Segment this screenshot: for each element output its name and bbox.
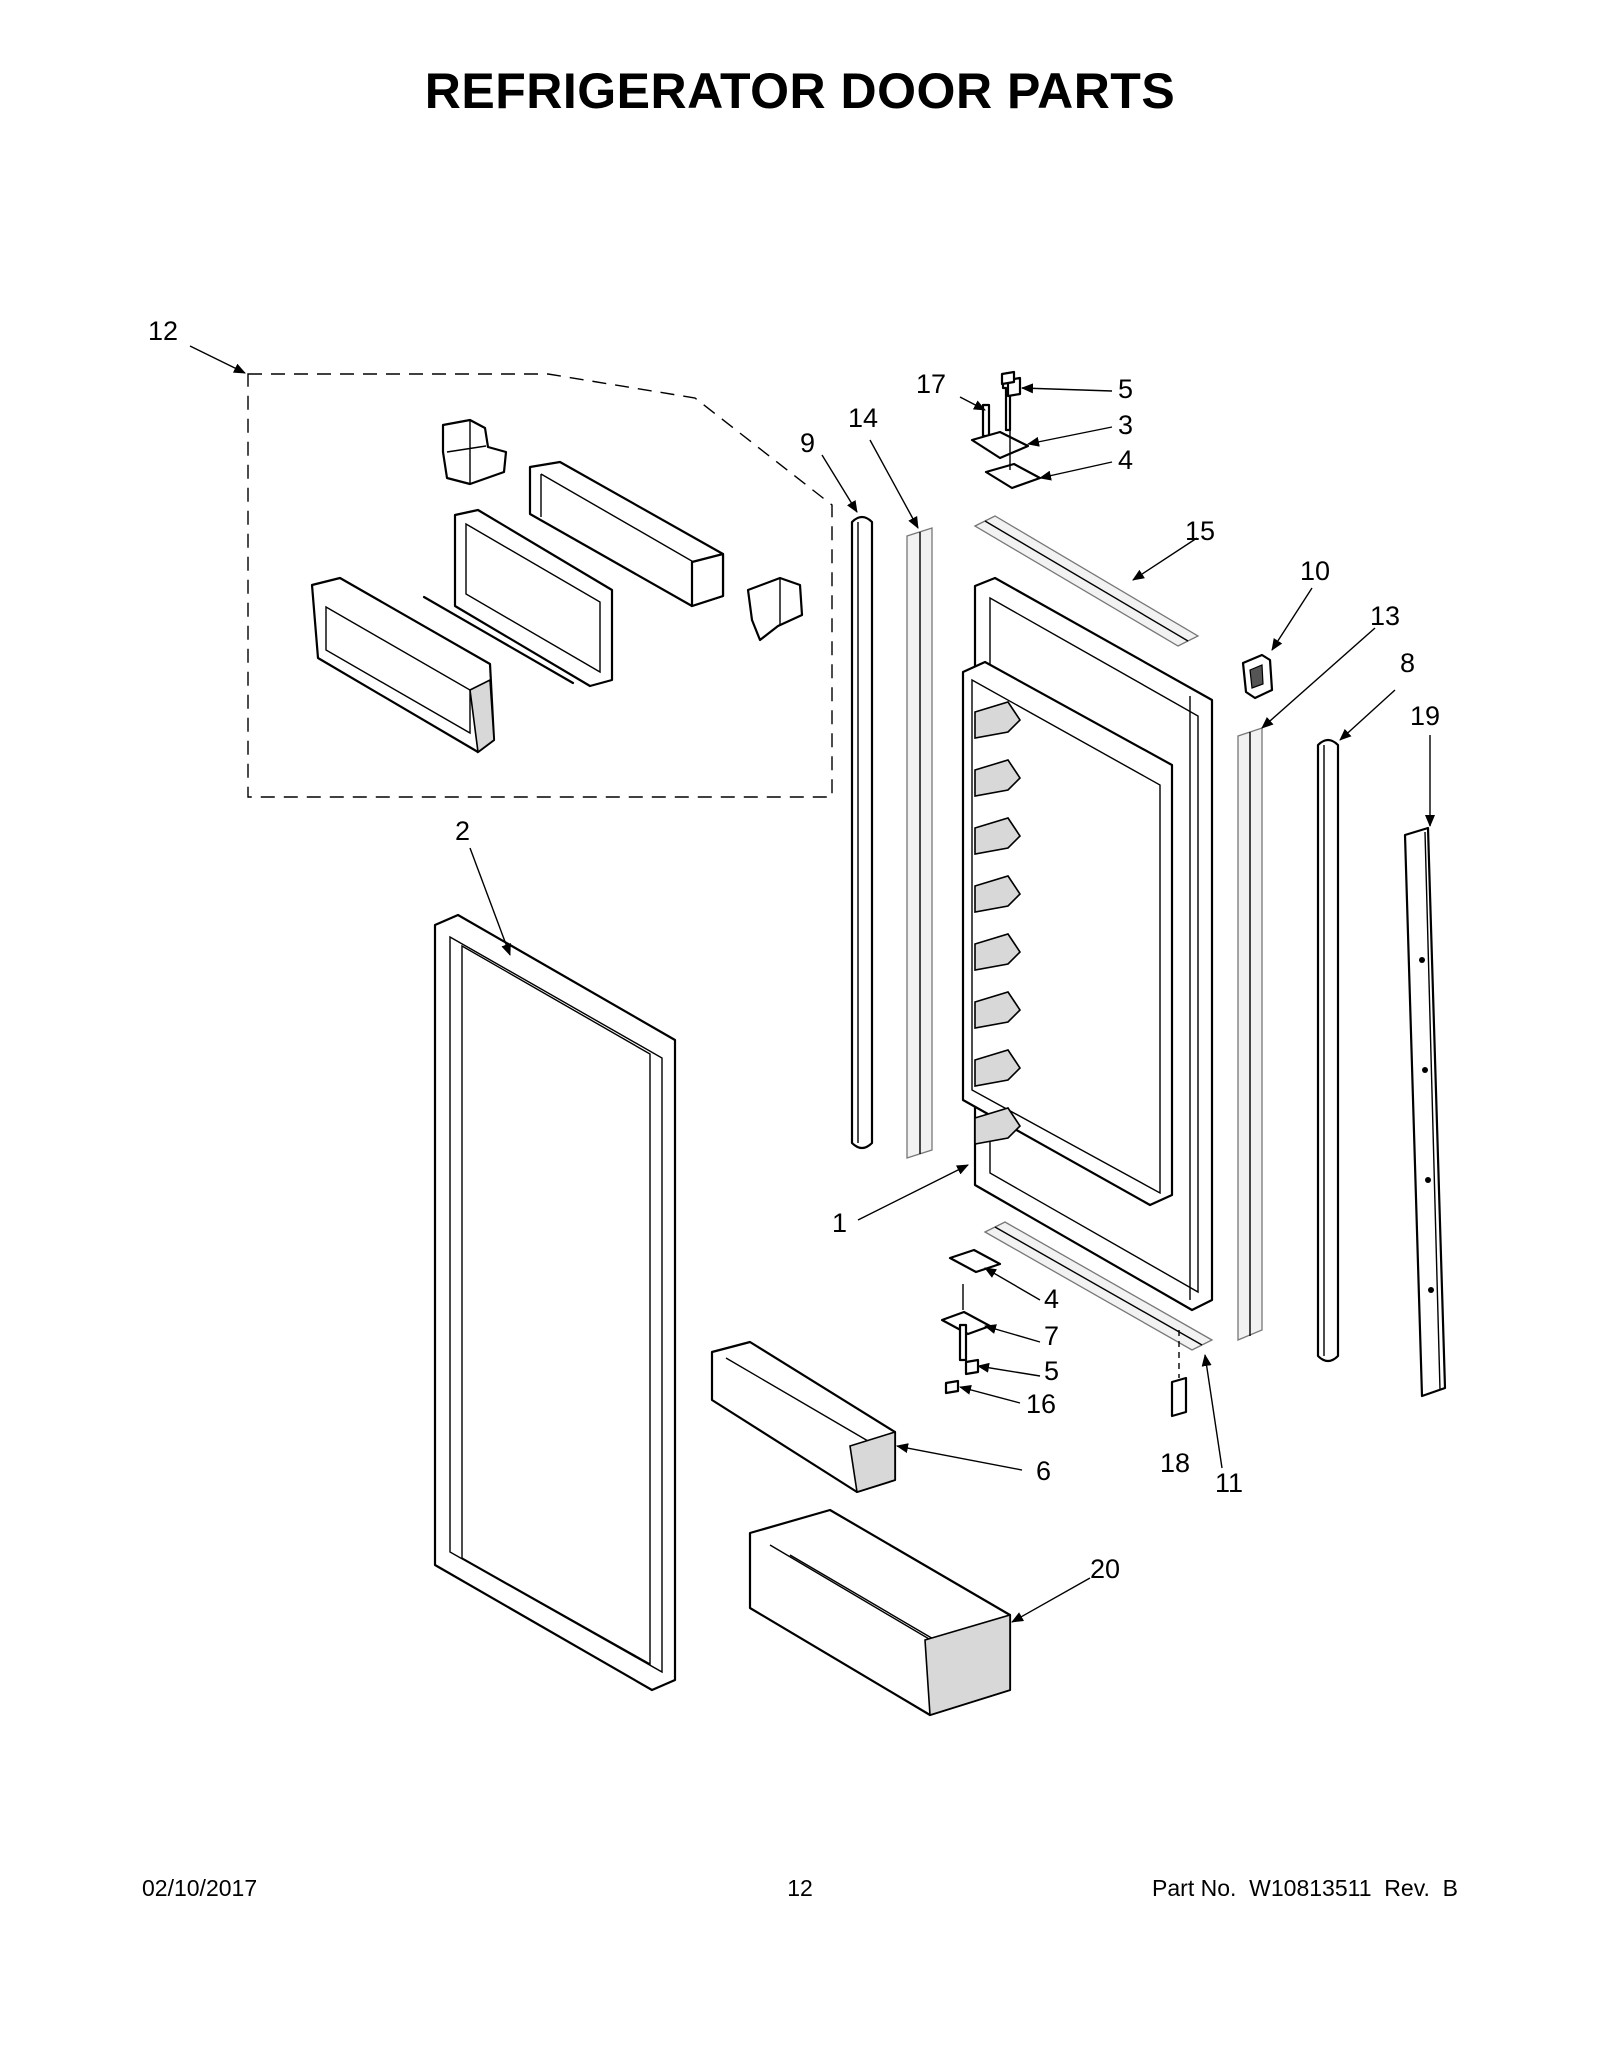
callout-17: 17 <box>916 369 946 399</box>
part-2-gasket <box>433 913 677 1692</box>
part-18-screw <box>1170 1330 1188 1418</box>
callout-16: 16 <box>1026 1389 1056 1419</box>
callout-5-bottom: 5 <box>1044 1356 1059 1386</box>
part-15-top-strip <box>973 515 1200 647</box>
callout-5-top: 5 <box>1118 374 1133 404</box>
part-16-washer <box>944 1379 960 1395</box>
part-12-bracket-right <box>746 576 804 642</box>
callout-11: 11 <box>1215 1468 1243 1498</box>
top-hinge-hardware <box>970 370 1042 490</box>
part-1-door-liner <box>961 576 1214 1312</box>
part-12-rod <box>422 595 575 685</box>
part-5-bottom-screw <box>964 1358 980 1376</box>
part-12-frame <box>453 508 614 688</box>
callout-leaders <box>189 345 1435 1623</box>
callout-13: 13 <box>1370 601 1400 631</box>
callout-6: 6 <box>1036 1456 1051 1486</box>
callout-15: 15 <box>1185 516 1215 546</box>
footer-page-number: 12 <box>787 1875 813 1901</box>
callout-19: 19 <box>1410 701 1440 731</box>
callout-8: 8 <box>1400 648 1415 678</box>
footer-date: 02/10/2017 <box>142 1875 258 1901</box>
part-6-door-bin <box>710 1340 897 1494</box>
callout-3: 3 <box>1118 410 1133 440</box>
part-8-trim <box>1316 738 1340 1363</box>
callout-9: 9 <box>800 428 815 458</box>
part-14-strip <box>906 527 933 1159</box>
part-12-drawer-front <box>310 576 496 754</box>
part-9-trim <box>850 515 874 1150</box>
callout-14: 14 <box>848 403 878 433</box>
part-5-top-screw <box>1000 370 1016 386</box>
callout-7: 7 <box>1044 1321 1059 1351</box>
callout-20: 20 <box>1090 1554 1120 1584</box>
part-20-door-bin <box>748 1508 1012 1717</box>
part-13-strip <box>1237 727 1263 1341</box>
part-12-dashed-boundary <box>247 373 833 798</box>
callout-10: 10 <box>1300 556 1330 586</box>
part-12-assembly <box>247 373 833 798</box>
part-10-bracket <box>1241 653 1274 700</box>
callout-labels: 12 9 14 17 5 3 4 15 10 13 8 19 2 1 4 7 5… <box>148 316 1440 1584</box>
part-19-hinge-bar <box>1403 826 1447 1398</box>
callout-4-bottom: 4 <box>1044 1284 1059 1314</box>
part-4-top-shim <box>984 462 1042 490</box>
callout-2: 2 <box>455 816 470 846</box>
part-12-bin <box>528 460 725 608</box>
page-title: REFRIGERATOR DOOR PARTS <box>424 63 1176 119</box>
part-11-bottom-strip <box>983 1221 1214 1351</box>
callout-4-top: 4 <box>1118 445 1133 475</box>
part-3-hinge-plate <box>970 430 1030 460</box>
part-4-bottom-shim <box>948 1248 1002 1274</box>
part-1-door-bins <box>974 701 1022 1145</box>
part-12-bracket-left <box>441 418 508 486</box>
callout-1: 1 <box>832 1208 847 1238</box>
footer-part-number: Part No. W10813511 Rev. B <box>1152 1875 1458 1901</box>
callout-18: 18 <box>1160 1448 1190 1478</box>
callout-12: 12 <box>148 316 178 346</box>
